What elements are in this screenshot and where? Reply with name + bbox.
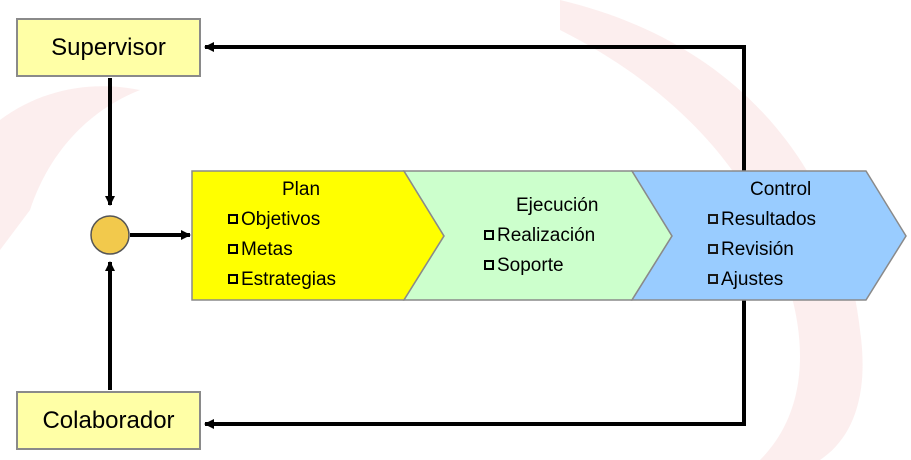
- control-title: Control: [750, 179, 812, 200]
- supervisor-box: Supervisor: [16, 18, 201, 77]
- ejecucion-item-soporte: Soporte: [484, 251, 564, 281]
- supervisor-label: Supervisor: [51, 33, 166, 61]
- colaborador-label: Colaborador: [42, 406, 175, 434]
- colaborador-box: Colaborador: [16, 391, 201, 450]
- plan-item-objetivos: Objetivos: [228, 205, 320, 235]
- watermark-swoosh-left: [0, 86, 140, 250]
- plan-title: Plan: [282, 179, 321, 200]
- plan-item-metas: Metas: [228, 235, 293, 265]
- control-to-supervisor-arrow: [204, 42, 746, 172]
- control-item-ajustes: Ajustes: [708, 265, 783, 295]
- junction-node: [90, 215, 130, 255]
- ejecucion-title: Ejecución: [516, 195, 599, 216]
- plan-item-estrategias: Estrategias: [228, 265, 336, 295]
- control-item-resultados: Resultados: [708, 205, 816, 235]
- control-item-revision: Revisión: [708, 235, 794, 265]
- control-to-colaborador-arrow: [204, 300, 746, 429]
- ejecucion-item-realizacion: Realización: [484, 221, 595, 251]
